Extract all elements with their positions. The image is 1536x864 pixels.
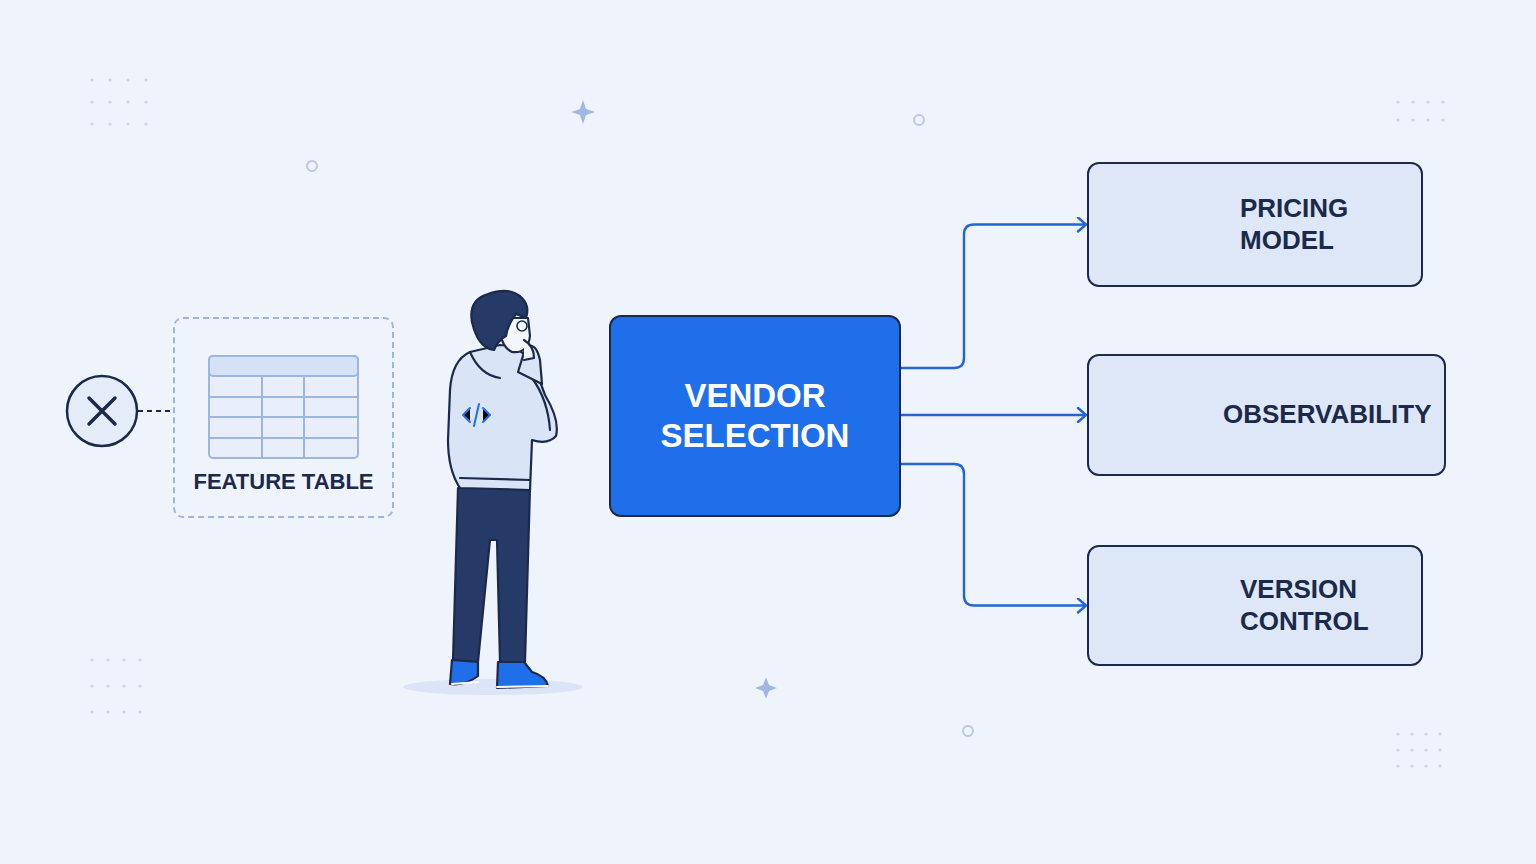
small-circle [307,115,973,736]
connector-arrow [901,414,1086,416]
dot [1424,732,1427,735]
dot [1424,764,1427,767]
dot [122,710,125,713]
connector-arrow [901,464,1086,606]
dot [1426,100,1429,103]
dot [1438,748,1441,751]
dot [108,78,111,81]
dot [90,658,93,661]
dashed-panel: FEATURE TABLE [173,317,394,518]
table-icon [209,356,358,458]
dot [1396,118,1399,121]
node-label: VERSION CONTROL [1240,574,1411,637]
dot [106,658,109,661]
dot [1396,732,1399,735]
dot [144,100,147,103]
dot [1438,764,1441,767]
dot [1441,118,1444,121]
dot [108,122,111,125]
dot [122,684,125,687]
node-label: FEATURE TABLE [193,469,373,496]
dot-grid [90,78,1444,767]
criterion-box: VERSION CONTROL [1087,545,1423,666]
dot [144,78,147,81]
reject-mark [67,376,172,446]
dot [90,78,93,81]
dot [122,658,125,661]
dot [1441,100,1444,103]
dot [90,710,93,713]
dot [106,684,109,687]
process-box: VENDOR SELECTION [609,315,901,517]
dot [108,100,111,103]
dot [1410,748,1413,751]
dot [138,658,141,661]
dot [1396,748,1399,751]
dot [1396,764,1399,767]
dot [126,100,129,103]
node-label: OBSERVABILITY [1223,399,1432,431]
dot [1426,118,1429,121]
dot [126,78,129,81]
dot [144,122,147,125]
dot [106,710,109,713]
dot [1411,100,1414,103]
dot [90,684,93,687]
criterion-box: PRICING MODEL [1087,162,1423,287]
dot [90,100,93,103]
dot [138,684,141,687]
dot [138,710,141,713]
dot [126,122,129,125]
dot [1410,764,1413,767]
connector-arrow [901,225,1086,369]
dot [1411,118,1414,121]
dot [1410,732,1413,735]
dot [1438,732,1441,735]
dot [1424,748,1427,751]
node-label: PRICING MODEL [1240,193,1410,256]
person [403,291,583,695]
dot [1396,100,1399,103]
criterion-box: OBSERVABILITY [1087,354,1446,476]
node-label: VENDOR SELECTION [640,376,870,457]
dot [90,122,93,125]
